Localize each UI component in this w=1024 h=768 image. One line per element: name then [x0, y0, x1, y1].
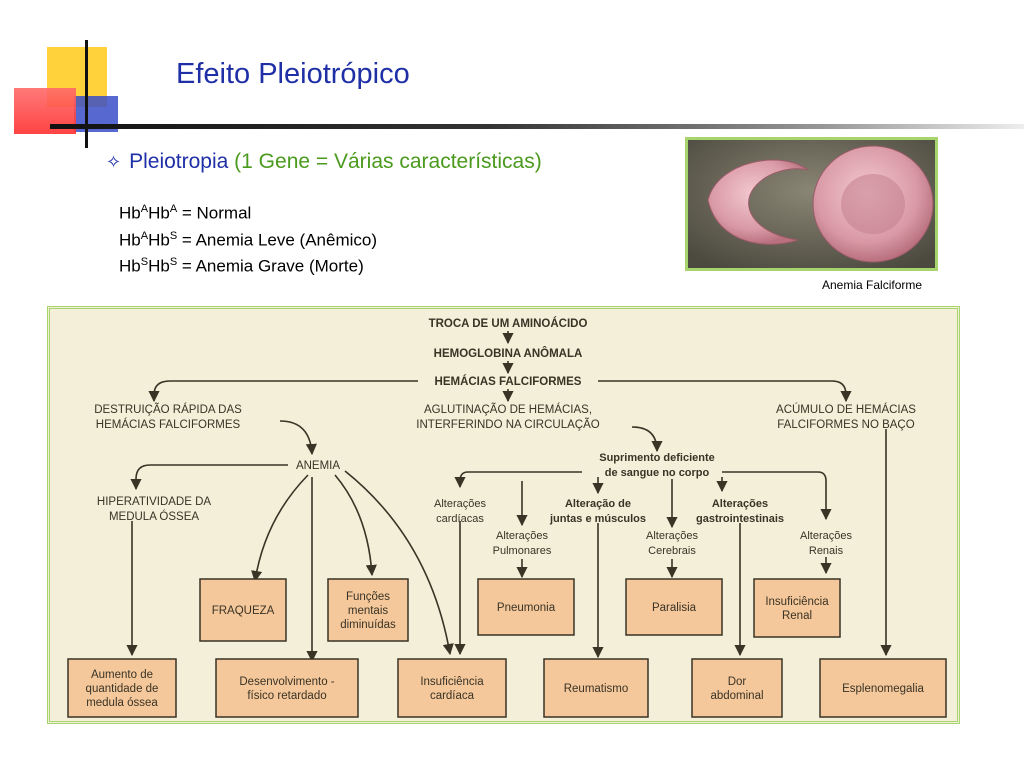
box-aumento: Aumento de quantidade de medula óssea	[67, 658, 177, 718]
box-paralisia: Paralisia	[625, 578, 723, 636]
diagram-arrows	[126, 331, 892, 663]
box-aumento-rect	[67, 658, 177, 718]
box-funcoes-label: Funções	[346, 591, 390, 603]
node-acumulo: FALCIFORMES NO BAÇO	[777, 419, 914, 431]
box-desenvolvimento-label: físico retardado	[247, 690, 326, 702]
bullet-parenthetical: (1 Gene = Várias características)	[234, 150, 542, 173]
box-esplenomegalia: Esplenomegalia	[819, 658, 947, 718]
node-destruicao: DESTRUIÇÃO RÁPIDA DAS	[94, 403, 242, 416]
box-insuf-cardiaca-label: cardíaca	[430, 690, 475, 702]
sickle-cell-illustration	[688, 140, 935, 268]
arrow-hemacias-destruicao	[148, 380, 418, 403]
bullet-pleiotropia: ✧ Pleiotropia (1 Gene = Várias caracterís…	[106, 150, 542, 174]
box-pneumonia-rect	[477, 578, 575, 636]
box-desenvolvimento-rect	[215, 658, 359, 718]
genotype-row: HbAHbS = Anemia Leve (Anêmico)	[119, 229, 378, 250]
node-alt-gastro: gastrointestinais	[696, 513, 784, 525]
box-desenvolvimento: Desenvolvimento - físico retardado	[215, 658, 359, 718]
box-dor: Dor abdominal	[691, 658, 783, 718]
node-alt-gastro: Alterações	[712, 498, 768, 510]
box-fraqueza-label: FRAQUEZA	[212, 605, 275, 617]
node-alt-cardiacas: Alterações	[434, 498, 486, 510]
title-rule	[50, 124, 1024, 129]
arrow-anemia-funcoes	[334, 474, 377, 577]
box-aumento-label: medula óssea	[86, 697, 158, 709]
node-aglutinacao: INTERFERINDO NA CIRCULAÇÃO	[416, 418, 599, 431]
node-alt-cardiacas: cardíacas	[436, 513, 484, 525]
arrow-anemia-fraqueza	[251, 474, 309, 583]
genotype-row: HbAHbA = Normal	[119, 203, 252, 223]
box-dor-label: abdominal	[710, 690, 763, 702]
node-suprimento: de sangue no corpo	[605, 467, 710, 479]
box-reumatismo: Reumatismo	[543, 658, 649, 718]
box-insuf-cardiaca-label: Insuficiência	[420, 676, 484, 688]
box-insuf-cardiaca: Insuficiência cardíaca	[397, 658, 507, 718]
box-insuf-renal-rect	[753, 578, 841, 638]
arrow-aglutinacao-suprimento	[631, 426, 663, 453]
node-alt-renais: Alterações	[800, 530, 852, 542]
node-troca: TROCA DE UM AMINOÁCIDO	[429, 317, 588, 330]
node-alt-juntas: juntas e músculos	[549, 513, 646, 525]
node-hemacias: HEMÁCIAS FALCIFORMES	[435, 375, 582, 388]
arrow-hemacias-acumulo	[598, 380, 852, 403]
node-acumulo: ACÚMULO DE HEMÁCIAS	[776, 403, 916, 416]
box-fraqueza: FRAQUEZA	[199, 578, 287, 642]
box-paralisia-label: Paralisia	[652, 602, 697, 614]
pleiotropy-diagram: TROCA DE UM AMINOÁCIDO HEMOGLOBINA ANÔMAL…	[47, 306, 960, 724]
diagram-boxes: FRAQUEZA Funções mentais diminuídas Pneumoni…	[67, 578, 947, 718]
genotype-row: HbSHbS = Anemia Grave (Morte)	[119, 256, 364, 276]
box-aumento-label: Aumento de	[91, 669, 153, 681]
box-funcoes: Funções mentais diminuídas	[327, 578, 409, 642]
box-insuf-renal-label: Renal	[782, 610, 812, 622]
box-insuf-cardiaca-rect	[397, 658, 507, 718]
arrow-suprimento-cardiacas	[454, 471, 582, 489]
node-destruicao: HEMÁCIAS FALCIFORMES	[96, 418, 241, 431]
box-funcoes-rect	[327, 578, 409, 642]
node-alt-pulmonares: Alterações	[496, 530, 548, 542]
node-suprimento: Suprimento deficiente	[599, 452, 715, 464]
box-dor-rect	[691, 658, 783, 718]
sickle-cell-photo	[685, 137, 938, 271]
arrow-destruicao-anemia	[279, 420, 317, 456]
arrow-anemia-hiperatividade	[130, 464, 288, 491]
box-pneumonia: Pneumonia	[477, 578, 575, 636]
box-fraqueza-rect	[199, 578, 287, 642]
star-bullet-icon: ✧	[106, 152, 122, 172]
arrow-suprimento-renais	[722, 471, 832, 521]
node-anemia: ANEMIA	[296, 460, 340, 472]
box-funcoes-label: diminuídas	[340, 619, 396, 631]
box-reumatismo-label: Reumatismo	[564, 683, 629, 695]
diagram-canvas: TROCA DE UM AMINOÁCIDO HEMOGLOBINA ANÔMAL…	[67, 317, 947, 718]
node-alt-juntas: Alteração de	[565, 498, 631, 510]
node-hiperatividade: HIPERATIVIDADE DA	[97, 496, 211, 508]
box-pneumonia-label: Pneumonia	[497, 602, 556, 614]
bullet-lead: Pleiotropia	[129, 150, 229, 173]
node-aglutinacao: AGLUTINAÇÃO DE HEMÁCIAS,	[424, 403, 592, 416]
node-hemoglobina: HEMOGLOBINA ANÔMALA	[434, 347, 583, 360]
photo-caption: Anemia Falciforme	[822, 278, 923, 292]
box-paralisia-rect	[625, 578, 723, 636]
box-insuf-renal-label: Insuficiência	[765, 596, 829, 608]
node-alt-pulmonares: Pulmonares	[493, 545, 552, 557]
box-aumento-label: quantidade de	[86, 683, 159, 695]
box-dor-label: Dor	[728, 676, 747, 688]
node-alt-cerebrais: Cerebrais	[648, 545, 696, 557]
diagram-labels: TROCA DE UM AMINOÁCIDO HEMOGLOBINA ANÔMAL…	[94, 317, 916, 557]
box-funcoes-label: mentais	[348, 605, 389, 617]
box-desenvolvimento-label: Desenvolvimento -	[239, 676, 334, 688]
box-esplenomegalia-rect	[819, 658, 947, 718]
slide-title: Efeito Pleiotrópico	[176, 58, 410, 90]
arrow-anemia-insuficiencia	[344, 470, 454, 656]
box-reumatismo-rect	[543, 658, 649, 718]
node-hiperatividade: MEDULA ÓSSEA	[109, 510, 199, 523]
deco-vertical-line	[85, 40, 88, 148]
node-alt-renais: Renais	[809, 545, 844, 557]
box-esplenomegalia-label: Esplenomegalia	[842, 683, 924, 695]
genotype-list: HbAHbA = Normal HbAHbS = Anemia Leve (An…	[119, 198, 377, 278]
node-alt-cerebrais: Alterações	[646, 530, 698, 542]
